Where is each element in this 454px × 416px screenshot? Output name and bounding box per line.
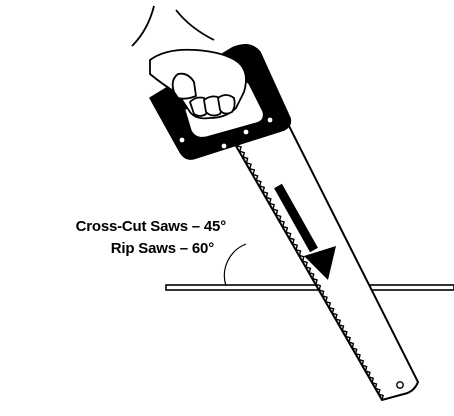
rip-saw-label: Rip Saws – 60° bbox=[110, 240, 214, 257]
saw-teeth bbox=[229, 133, 384, 401]
hand-icon bbox=[131, 5, 247, 120]
cross-cut-label: Cross-Cut Saws – 45° bbox=[75, 218, 227, 235]
board-icon bbox=[165, 284, 454, 291]
angle-arc-icon bbox=[223, 243, 247, 287]
arrow-icon bbox=[274, 183, 336, 280]
